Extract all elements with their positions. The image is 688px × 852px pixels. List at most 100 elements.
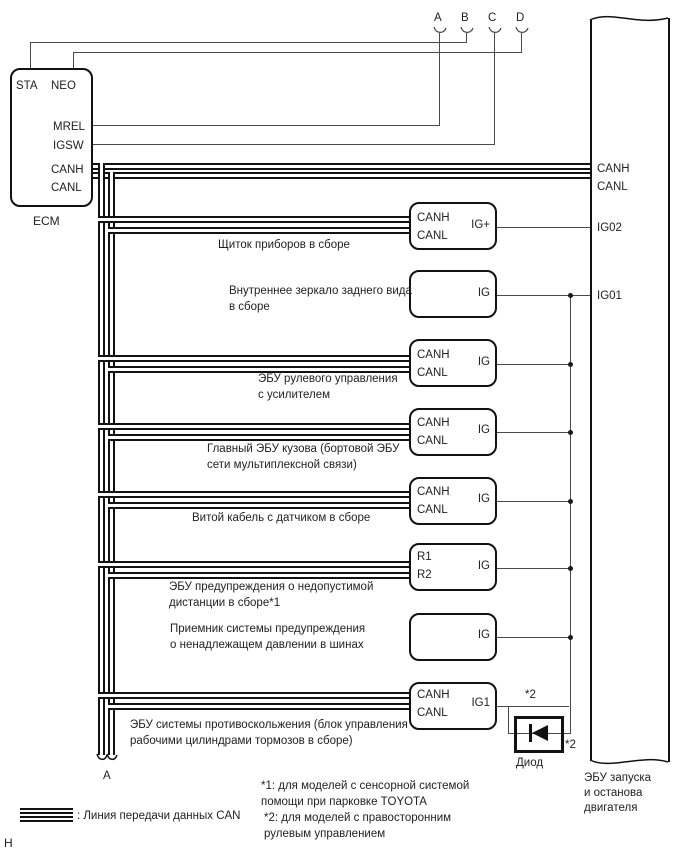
connector-break-icon <box>460 26 474 34</box>
module-pin: CANL <box>417 707 448 719</box>
right-box-pin-canh: CANH <box>597 163 630 175</box>
ecm-pin-canl: CANL <box>51 182 82 194</box>
module-box-instrument-cluster <box>409 202 497 250</box>
wire-mrel-to-a <box>439 33 440 126</box>
wire-sta <box>30 42 31 69</box>
wire-igsw <box>93 144 495 145</box>
wire-ig-bus-vertical <box>570 295 571 734</box>
module-pin: CANH <box>417 417 450 429</box>
can-branch-canh <box>98 216 411 223</box>
ecm-pin-canh: CANH <box>51 164 84 176</box>
wire-ig1 <box>497 706 569 707</box>
ecm-box <box>10 68 93 207</box>
can-bus-canh-vertical <box>98 163 105 755</box>
wire-sta <box>30 42 467 43</box>
wire-neo-to-d <box>521 33 522 53</box>
right-box-pin-ig01: IG01 <box>597 290 622 302</box>
legend-can-line-icon <box>20 808 73 810</box>
bus-continuation-label: A <box>103 770 111 782</box>
junction-dot <box>568 430 573 435</box>
can-branch-canl <box>108 366 411 373</box>
can-branch-canh <box>98 692 411 699</box>
module-label: Витой кабель с датчиком в сборе <box>192 512 371 524</box>
module-box-power-steering <box>409 339 497 387</box>
wire-mrel <box>93 125 440 126</box>
module-label: ЭБУ системы противоскольжения (блок упра… <box>130 719 408 747</box>
wire-ig-row4 <box>497 432 571 433</box>
legend-can-line-icon <box>20 820 73 822</box>
wire-igsw-to-c <box>494 33 495 145</box>
junction-dot <box>568 362 573 367</box>
diode-caption: Диод <box>516 757 544 769</box>
diode-box <box>514 716 564 753</box>
right-box-pin-ig02: IG02 <box>597 222 622 234</box>
module-pin: IG <box>477 629 490 641</box>
right-box-left-edge <box>590 20 592 760</box>
can-branch-canl <box>108 434 411 441</box>
page-marker: H <box>4 836 13 850</box>
module-pin: IG <box>477 356 490 368</box>
connector-break-icon <box>488 26 502 34</box>
can-bus-canh-main <box>90 163 592 170</box>
can-branch-r1 <box>98 561 411 568</box>
right-box-top-break <box>589 15 669 22</box>
module-box-main-body-ecu <box>409 408 497 456</box>
module-pin: CANH <box>417 349 450 361</box>
module-pin: CANH <box>417 212 450 224</box>
right-box-caption: ЭБУ запуска и останова двигателя <box>584 772 651 814</box>
module-pin: IG <box>477 287 490 299</box>
legend-can-line-icon <box>20 812 73 814</box>
diode-note-right: *2 <box>565 739 576 751</box>
can-bus-canl-vertical <box>108 172 115 755</box>
module-pin: CANH <box>417 486 450 498</box>
right-box-pin-canl: CANL <box>597 181 628 193</box>
can-branch-r2 <box>108 572 411 579</box>
ecm-pin-igsw: IGSW <box>53 140 84 152</box>
module-pin: CANL <box>417 504 448 516</box>
module-pin: R1 <box>417 551 432 563</box>
bus-break-icon <box>96 753 118 761</box>
can-branch-canl <box>108 703 411 710</box>
ecm-pin-sta: STA <box>16 80 38 92</box>
connector-label-d: D <box>516 12 525 24</box>
module-box-skid-control <box>409 682 497 730</box>
wire-sta-to-b <box>466 33 467 43</box>
module-pin: CANH <box>417 689 450 701</box>
can-branch-canl <box>108 227 411 234</box>
can-branch-canh <box>98 491 411 498</box>
module-pin: CANL <box>417 230 448 242</box>
module-pin: IG <box>477 424 490 436</box>
connector-label-c: C <box>488 12 497 24</box>
module-pin: CANL <box>417 367 448 379</box>
module-pin: IG1 <box>471 697 490 709</box>
diode-triangle-icon <box>532 725 548 741</box>
wire-ig-row3 <box>497 364 571 365</box>
wire-ig01 <box>497 295 591 296</box>
module-pin: IG <box>477 493 490 505</box>
module-pin: CANL <box>417 435 448 447</box>
module-box-tire-pressure <box>409 613 497 661</box>
junction-dot <box>568 499 573 504</box>
diode-note-top: *2 <box>525 689 536 701</box>
wire-neo <box>73 52 74 69</box>
can-branch-canl <box>108 502 411 509</box>
wire-ig-row6 <box>497 568 571 569</box>
ecm-pin-neo: NEO <box>51 80 76 92</box>
legend-text: : Линия передачи данных CAN <box>77 810 241 822</box>
diode-cathode-bar <box>529 724 532 742</box>
connector-break-icon <box>433 26 447 34</box>
connector-label-a: A <box>434 12 442 24</box>
connector-break-icon <box>515 26 529 34</box>
ecm-pin-mrel: MREL <box>53 121 85 133</box>
wire-ig-row5 <box>497 501 571 502</box>
module-pin: IG+ <box>471 219 490 231</box>
ecm-caption: ECM <box>33 214 60 228</box>
connector-label-b: B <box>461 12 469 24</box>
module-pin: IG <box>477 560 490 572</box>
can-bus-canl-main <box>90 172 592 179</box>
junction-dot <box>568 635 573 640</box>
